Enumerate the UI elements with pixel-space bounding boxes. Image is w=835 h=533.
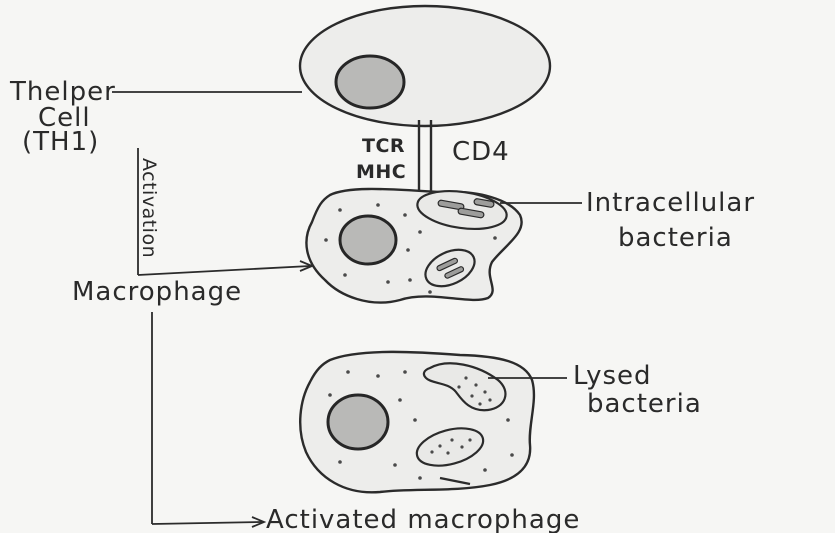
lysed-fragment <box>460 445 463 448</box>
lysed-fragment <box>430 450 433 453</box>
lysed-fragment <box>446 451 449 454</box>
granule <box>483 468 487 472</box>
granule <box>403 370 407 374</box>
granule <box>506 418 510 422</box>
label-cd4: CD4 <box>452 137 510 167</box>
lysed-fragment <box>474 383 477 386</box>
lysed-fragment <box>457 385 460 388</box>
granule <box>403 213 407 217</box>
lysed-fragment <box>478 402 481 405</box>
granule <box>493 236 497 240</box>
granule <box>413 418 417 422</box>
granule <box>386 280 390 284</box>
macrophage <box>306 186 521 303</box>
granule <box>376 203 380 207</box>
activation-arrow <box>138 266 310 275</box>
granule <box>393 463 397 467</box>
granule <box>510 453 514 457</box>
lysed-fragment <box>468 438 471 441</box>
label-activated-macrophage: Activated macrophage <box>266 505 580 533</box>
label-intracellular: Intracellular <box>586 188 755 218</box>
t-helper-cell-membrane <box>300 6 550 126</box>
macrophage-nucleus <box>340 216 396 264</box>
label-tcr: TCR <box>362 135 405 157</box>
lysed-fragment <box>464 376 467 379</box>
label-bacteria-intracellular: bacteria <box>618 223 733 253</box>
lysed-fragment <box>438 444 441 447</box>
granule <box>324 238 328 242</box>
label-bacteria-lysed: bacteria <box>587 389 702 419</box>
label-mhc: MHC <box>356 161 406 183</box>
granule <box>398 398 402 402</box>
granule <box>328 393 332 397</box>
granule <box>408 278 412 282</box>
granule <box>343 273 347 277</box>
lysed-fragment <box>483 390 486 393</box>
granule <box>428 290 432 294</box>
tcr-mhc-connector <box>419 120 431 196</box>
progression-arrow <box>152 522 262 524</box>
lysed-fragment <box>488 398 491 401</box>
granule <box>406 248 410 252</box>
granule <box>418 476 422 480</box>
granule <box>338 460 342 464</box>
label-macrophage: Macrophage <box>72 277 242 307</box>
t-helper-cell-nucleus <box>336 56 404 108</box>
lysed-fragment <box>450 438 453 441</box>
granule <box>338 208 342 212</box>
granule <box>376 374 380 378</box>
activated-macrophage <box>300 352 534 492</box>
label-th1: (TH1) <box>22 127 99 157</box>
label-activation: Activation <box>138 158 160 258</box>
granule <box>418 230 422 234</box>
granule <box>346 370 350 374</box>
lysed-fragment <box>470 394 473 397</box>
activated-macrophage-nucleus <box>328 395 388 449</box>
t-helper-cell <box>300 6 550 126</box>
label-lysed: Lysed <box>573 361 652 391</box>
